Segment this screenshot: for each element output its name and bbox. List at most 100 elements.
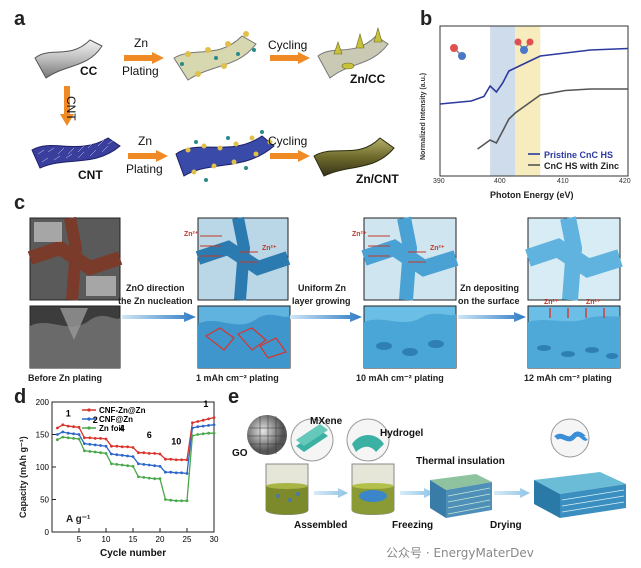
rate-point: [83, 442, 86, 445]
panel-letter-d: d: [14, 386, 27, 408]
zn-cnt-illustration: [313, 137, 395, 177]
rate-point: [126, 454, 129, 458]
rate-ytick-label: 150: [36, 431, 50, 440]
drying-label: Drying: [490, 520, 522, 531]
rate-point: [164, 457, 167, 461]
rate-point: [212, 431, 216, 435]
caption-before: Before Zn plating: [28, 373, 102, 383]
rate-point: [180, 499, 184, 503]
rate-point: [72, 437, 75, 440]
rate-ytick-label: 100: [36, 463, 50, 472]
stage-10mah-overview: [363, 305, 457, 369]
rate-point: [77, 437, 81, 441]
xas-series-1: [477, 88, 628, 150]
rate-series-1: [57, 424, 215, 475]
zn-cc-label: Zn/CC: [350, 72, 386, 86]
rate-point: [77, 433, 81, 436]
rate-point: [131, 464, 135, 468]
zn-ion-arrows: [200, 235, 426, 263]
rate-point: [147, 476, 151, 480]
rate-point: [169, 498, 173, 502]
rate-point: [196, 433, 200, 436]
rate-point: [191, 426, 194, 430]
cnt-label: CNT: [78, 168, 103, 182]
rate-point: [83, 449, 86, 453]
rate-point: [104, 444, 108, 448]
caption-1mah: 1 mAh cm⁻² plating: [196, 373, 279, 383]
thermal-insulation-label: Thermal insulation: [416, 456, 505, 467]
rate-point: [147, 452, 151, 455]
go-label: GO: [232, 448, 248, 459]
frozen-block-illustration: [430, 474, 492, 518]
rate-point: [66, 424, 70, 428]
rate-legend-marker: [87, 426, 91, 430]
rate-point: [169, 457, 173, 461]
rate-point: [99, 437, 102, 440]
rate-point: [164, 470, 167, 474]
zn-plated-cc-illustration: [173, 31, 257, 81]
cnt-down-arrow: [60, 86, 74, 126]
mxene-label: MXene: [310, 416, 343, 427]
rate-point: [137, 462, 140, 466]
rate-point: [99, 451, 102, 455]
rate-point: [88, 450, 92, 453]
step-label-1a: ZnO direction: [126, 283, 185, 293]
rate-point: [72, 425, 75, 429]
rate-label: 10: [171, 436, 181, 446]
xas-xtick-390: 390: [433, 178, 445, 185]
rate-point: [158, 477, 162, 481]
xas-legend-zinc: CnC HS with Zinc: [544, 161, 619, 171]
rate-point: [93, 450, 97, 454]
rate-point: [66, 431, 70, 435]
rate-point: [142, 463, 146, 466]
freezing-label: Freezing: [392, 520, 434, 531]
zn-ion-label-3a: Zn²⁺: [544, 299, 559, 306]
rate-point: [207, 417, 211, 421]
beaker-1-illustration: [265, 463, 309, 515]
molecule-icon-1: [450, 44, 466, 60]
rate-point: [185, 499, 189, 503]
rate-xlabel: Cycle number: [100, 548, 167, 559]
xas-legend-pristine: Pristine CnC HS: [544, 150, 614, 160]
rate-point: [104, 452, 108, 455]
zn-plated-cnt-illustration: [175, 130, 275, 182]
rate-point: [180, 471, 184, 475]
plating-arrow-bottom: [128, 150, 168, 162]
rate-point: [56, 426, 59, 430]
rate-xtick-label: 20: [156, 535, 165, 544]
cc-tube-illustration: [34, 39, 103, 79]
rate-unit-label: A g⁻¹: [66, 514, 91, 525]
stage-12mah-overview: [527, 305, 621, 369]
hydrogel-illustration: [346, 418, 390, 462]
freezing-arrow: [400, 488, 434, 498]
rate-point: [147, 463, 151, 467]
rate-point: [207, 431, 211, 435]
zn-cnt-label: Zn/CNT: [356, 172, 399, 186]
aerogel-illustration: [534, 418, 626, 518]
rate-label: 1: [66, 408, 71, 418]
rate-point: [169, 470, 173, 474]
cycling-step-label-top: Cycling: [268, 38, 308, 52]
rate-point: [185, 472, 189, 475]
beaker-2-illustration: [351, 463, 395, 515]
mxene-sheet-illustration: [290, 418, 334, 462]
cycling-arrow-top: [270, 52, 310, 64]
rate-legend-marker: [87, 417, 91, 421]
rate-point: [126, 445, 129, 449]
rate-point: [61, 430, 65, 434]
plating-step-label-bottom: Plating: [126, 162, 163, 176]
rate-point: [212, 416, 216, 419]
rate-point: [120, 463, 124, 467]
rate-point: [93, 437, 97, 440]
drying-arrow: [494, 488, 530, 498]
cnt-bundle-illustration: [31, 137, 121, 169]
rate-point: [56, 433, 59, 436]
xas-spectrum-chart: [439, 25, 629, 177]
xas-frame: [439, 25, 629, 177]
zn-step-label-bottom: Zn: [138, 134, 153, 148]
rate-point: [142, 451, 146, 455]
rate-xtick-label: 10: [102, 535, 111, 544]
rate-point: [201, 432, 205, 436]
rate-point: [120, 445, 124, 449]
watermark: 公众号 · EnergyMaterDev: [386, 546, 534, 560]
